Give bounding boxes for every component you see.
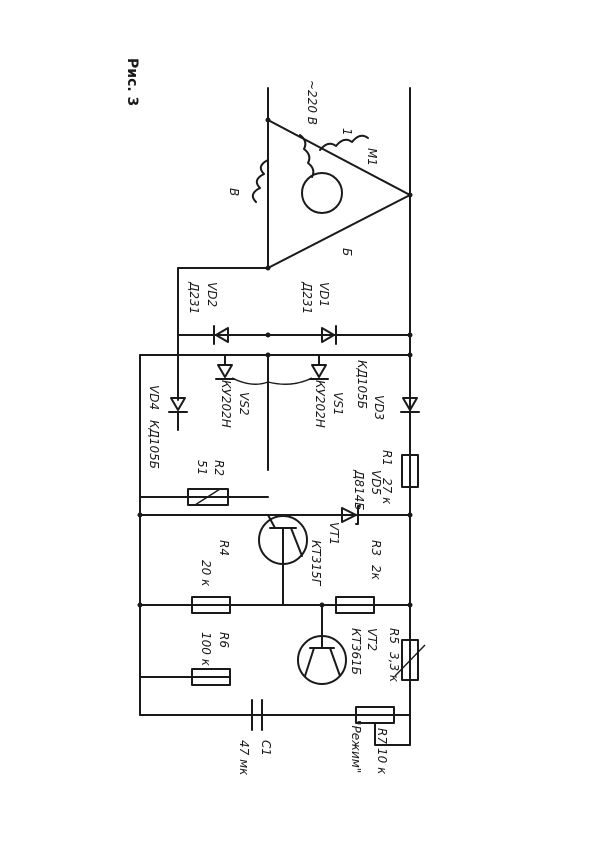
figure-label: Рис. 3	[124, 58, 140, 106]
c1-value: 47 мк	[237, 740, 251, 776]
resistor-r6	[191, 668, 231, 686]
vd4-part: КД105Б	[147, 420, 161, 469]
r7-label: R7	[375, 728, 389, 744]
winding-label-1: 1	[340, 128, 354, 136]
vd5-label: VD5	[369, 470, 383, 495]
r6-value: 100 к	[199, 632, 213, 667]
transistor-vt2	[297, 604, 347, 685]
r3-label: R3	[369, 540, 383, 556]
winding-a	[299, 134, 315, 178]
vd3-part: КД105Б	[355, 360, 369, 409]
vs2-part: КУ202Н	[219, 380, 233, 428]
thyristor-vs2	[215, 354, 269, 385]
r7-value: 10 к	[375, 748, 389, 775]
r5-label: R5	[387, 628, 401, 644]
supply-label: ~220 В	[305, 80, 319, 125]
vd3-label: VD3	[372, 395, 386, 420]
vs1-part: КУ202Н	[313, 380, 327, 428]
r6-label: R6	[217, 632, 231, 648]
motor-label: M1	[365, 148, 379, 166]
resistor-r2	[187, 488, 229, 506]
vd1-part: Д231	[300, 281, 314, 314]
r5-value: 3,3 к	[387, 652, 401, 683]
vt1-label: VT1	[327, 522, 341, 545]
diode-vd2	[213, 325, 229, 345]
winding-c	[319, 134, 369, 151]
diode-vd1	[321, 325, 337, 345]
vd2-part: Д231	[187, 281, 201, 314]
control-label: "Режим"	[349, 720, 363, 773]
winding-label-v: В	[227, 188, 241, 196]
resistor-r1	[401, 454, 419, 488]
vd2-label: VD2	[205, 282, 219, 307]
vt1-part: КТ315Г	[309, 540, 323, 587]
zener-vd5	[341, 505, 361, 525]
r2-value: 51	[195, 460, 209, 475]
motor-m1	[251, 117, 413, 271]
resistor-r3	[335, 596, 375, 614]
vd5-part: Д814Б	[352, 469, 366, 511]
motor-rotor-symbol	[301, 172, 343, 214]
winding-b	[251, 159, 269, 203]
r1-label: R1	[380, 450, 394, 466]
transistor-vt1	[258, 514, 308, 606]
resistor-r5	[401, 639, 419, 681]
winding-label-b: Б	[340, 248, 354, 256]
r1-value: 27 к	[380, 478, 394, 505]
vd4-label: VD4	[147, 385, 161, 410]
vt2-part: КТ361Б	[349, 628, 363, 675]
r2-label: R2	[212, 460, 226, 476]
r4-label: R4	[217, 540, 231, 556]
capacitor-c1	[251, 699, 263, 731]
r3-value: 2к	[369, 565, 383, 581]
vs2-label: VS2	[237, 392, 251, 415]
vt2-label: VT2	[365, 628, 379, 651]
thyristor-vs1	[267, 354, 329, 385]
vs1-label: VS1	[331, 392, 345, 415]
vd1-label: VD1	[317, 282, 331, 307]
r4-value: 20 к	[199, 560, 213, 587]
c1-label: C1	[259, 740, 273, 756]
resistor-r4	[191, 596, 231, 614]
